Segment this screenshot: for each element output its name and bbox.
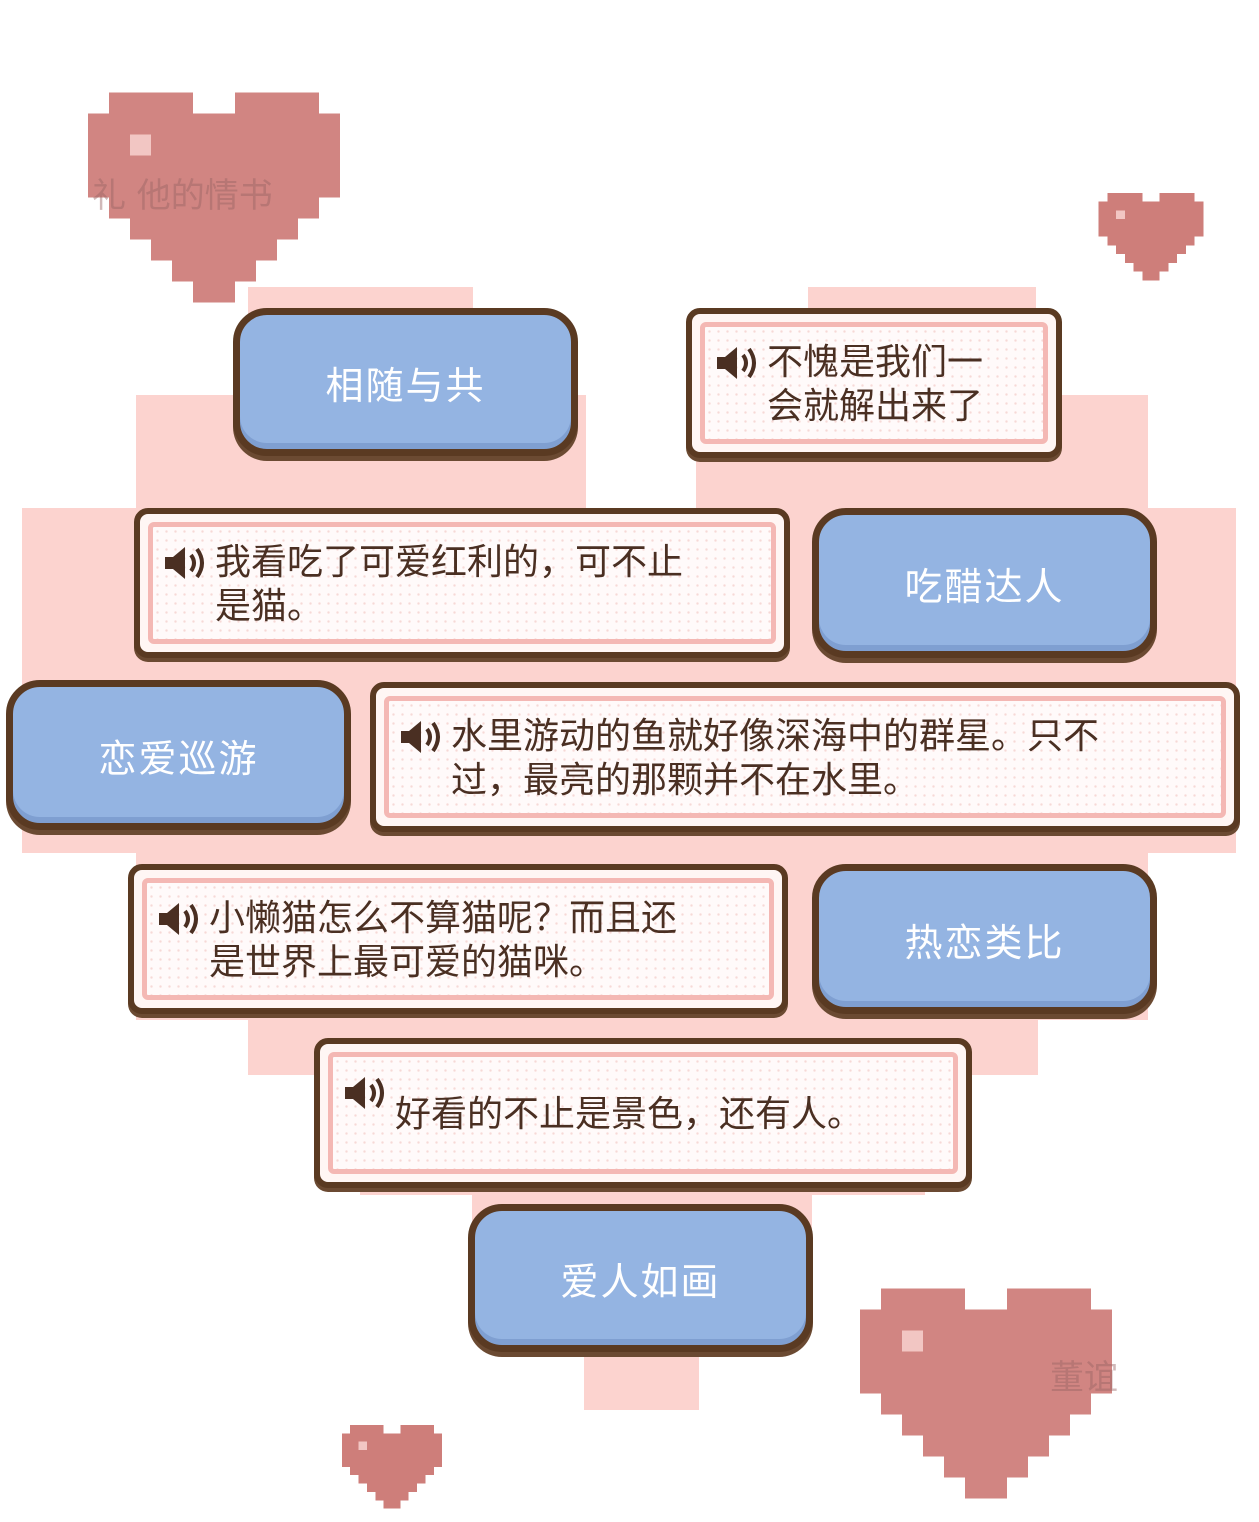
button-label: 爱人如画: [560, 1259, 721, 1304]
button-label: 吃醋达人: [904, 564, 1065, 609]
dialogue-box[interactable]: 好看的不止是景色，还有人。: [314, 1038, 972, 1188]
pixel-heart-icon: [88, 92, 340, 303]
dialogue-text: 水里游动的鱼就好像深海中的群星。只不 过，最亮的那颗并不在水里。: [451, 716, 1100, 801]
dialogue-box-inner: 水里游动的鱼就好像深海中的群星。只不 过，最亮的那颗并不在水里。: [384, 696, 1226, 818]
dialogue-box-inner: 我看吃了可爱红利的，可不止 是猫。: [148, 522, 776, 644]
achievement-button-xiangsuiyugong[interactable]: 相随与共: [233, 308, 578, 456]
watermark-text: 董谊: [1050, 1358, 1118, 1398]
dialogue-text: 小懒猫怎么不算猫呢？而且还 是世界上最可爱的猫咪。: [209, 898, 678, 983]
dialogue-box-inner: 小懒猫怎么不算猫呢？而且还 是世界上最可爱的猫咪。: [142, 878, 774, 1000]
pixel-heart-icon: [860, 1288, 1112, 1499]
speaker-icon[interactable]: [399, 717, 443, 757]
dialogue-box[interactable]: 水里游动的鱼就好像深海中的群星。只不 过，最亮的那颗并不在水里。: [370, 682, 1240, 832]
pixel-heart-icon: [341, 1425, 443, 1509]
dialogue-box-inner: 好看的不止是景色，还有人。: [328, 1052, 958, 1174]
dialogue-box[interactable]: 不愧是我们一 会就解出来了: [686, 308, 1062, 458]
speaker-icon[interactable]: [715, 343, 759, 383]
speaker-icon[interactable]: [157, 899, 201, 939]
achievement-button-airenruhua[interactable]: 爱人如画: [468, 1204, 813, 1352]
button-label: 恋爱巡游: [98, 736, 259, 781]
button-label: 相随与共: [325, 363, 486, 408]
dialogue-box[interactable]: 小懒猫怎么不算猫呢？而且还 是世界上最可爱的猫咪。: [128, 864, 788, 1014]
dialogue-text: 不愧是我们一 会就解出来了: [767, 342, 984, 427]
watermark-text: 礼 他的情书: [92, 176, 273, 216]
dialogue-text: 好看的不止是景色，还有人。: [395, 1094, 864, 1135]
achievement-button-lianaixunyou[interactable]: 恋爱巡游: [6, 680, 351, 830]
achievement-button-chicudaren[interactable]: 吃醋达人: [812, 508, 1157, 658]
dialogue-text: 我看吃了可爱红利的，可不止 是猫。: [215, 542, 684, 627]
dialogue-box-inner: 不愧是我们一 会就解出来了: [700, 322, 1048, 444]
achievement-button-relianleibi[interactable]: 热恋类比: [812, 864, 1157, 1014]
speaker-icon[interactable]: [163, 543, 207, 583]
pixel-heart-icon: [1098, 193, 1204, 281]
button-label: 热恋类比: [904, 920, 1065, 965]
speaker-icon[interactable]: [343, 1073, 387, 1113]
dialogue-box[interactable]: 我看吃了可爱红利的，可不止 是猫。: [134, 508, 790, 658]
